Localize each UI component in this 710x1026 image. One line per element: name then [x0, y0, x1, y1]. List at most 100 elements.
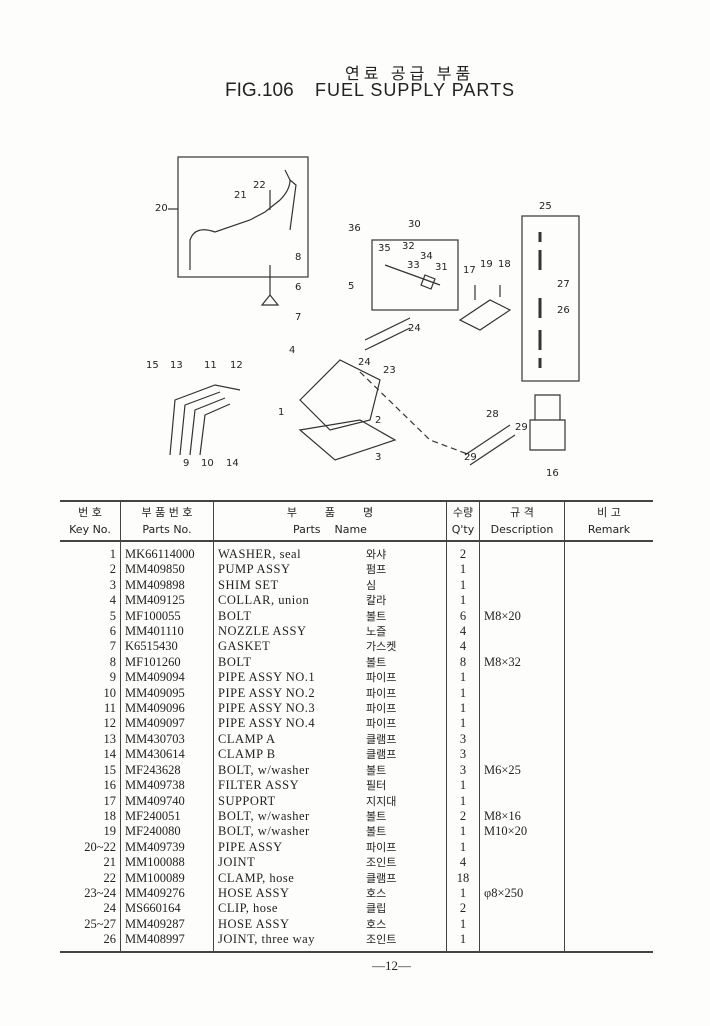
description — [479, 932, 565, 953]
header-pn-ko: 부 품 번 호 — [141, 506, 193, 519]
callout: 23 — [383, 365, 396, 376]
remark — [564, 870, 653, 886]
part-number: MF243628 — [120, 762, 214, 779]
remark — [564, 670, 653, 686]
part-number: MM409096 — [120, 701, 214, 717]
callout: 32 — [402, 241, 415, 252]
key-no: 5 — [109, 608, 116, 623]
part-number: MM409740 — [120, 793, 214, 809]
nozzle — [260, 190, 280, 306]
quantity: 1 — [446, 670, 480, 686]
remark — [564, 654, 653, 671]
description — [479, 855, 565, 871]
callout: 4 — [289, 345, 296, 356]
pipe-assy-frame — [177, 156, 309, 278]
return-hose-frame — [521, 215, 580, 382]
description — [479, 701, 565, 717]
header-qty-ko: 수량 — [452, 506, 474, 519]
callout: 30 — [408, 219, 421, 230]
remark — [564, 577, 653, 594]
part-number: MF240080 — [120, 824, 214, 840]
part-number: MM430614 — [120, 747, 214, 763]
callout: 26 — [557, 305, 570, 316]
callout: 8 — [295, 252, 302, 263]
part-name-korean: 파이프 — [366, 671, 397, 685]
part-number: MM409097 — [120, 716, 214, 732]
part-name: BOLT, w/washer — [213, 824, 362, 840]
header-qty-en: Q'ty — [451, 523, 475, 536]
key-no: 10 — [103, 685, 117, 700]
remark — [564, 608, 653, 625]
callout: 24 — [408, 323, 421, 334]
callout: 7 — [295, 312, 302, 323]
quantity: 3 — [446, 747, 480, 763]
support-bracket — [458, 285, 512, 331]
description — [479, 541, 565, 563]
callout: 16 — [546, 468, 559, 479]
quantity: 3 — [446, 762, 480, 779]
description: M10×20 — [479, 824, 565, 840]
quantity: 4 — [446, 624, 480, 640]
header-name-ko: 부 품 명 — [286, 506, 374, 519]
callout: 1 — [278, 407, 285, 418]
part-name: JOINT, three way — [213, 932, 362, 953]
part-number: MM409095 — [120, 685, 214, 702]
callout: 19 — [480, 259, 493, 270]
key-no: 16 — [103, 778, 117, 793]
remark — [564, 562, 653, 578]
description — [479, 562, 565, 578]
callout: 21 — [234, 190, 247, 201]
remark — [564, 793, 653, 809]
callout: 11 — [204, 360, 217, 371]
quantity: 2 — [446, 901, 480, 917]
part-name: CLIP, hose — [213, 901, 362, 917]
part-number: MS660164 — [120, 901, 214, 917]
callout: 12 — [230, 360, 243, 371]
injection-pump — [298, 359, 397, 461]
part-name-korean: 볼트 — [366, 763, 387, 777]
part-name: GASKET — [213, 639, 362, 655]
part-name-korean: 지지대 — [366, 794, 397, 808]
key-no: 17 — [103, 793, 117, 808]
callout: 14 — [226, 458, 239, 469]
part-name: FILTER ASSY — [213, 778, 362, 794]
remark — [564, 731, 653, 748]
description — [479, 870, 565, 886]
part-number: MM100089 — [120, 870, 214, 886]
part-number: MK66114000 — [120, 541, 214, 563]
part-name: PIPE ASSY — [213, 839, 362, 856]
part-name: CLAMP A — [213, 731, 362, 748]
figure-number: FIG.106 — [225, 80, 294, 101]
description — [479, 624, 565, 640]
part-name: SHIM SET — [213, 577, 362, 594]
callout: 9 — [183, 458, 190, 469]
part-name-korean: 볼트 — [366, 609, 387, 623]
part-name-korean: 클립 — [366, 902, 387, 916]
remark — [564, 839, 653, 856]
quantity: 1 — [446, 793, 480, 809]
quantity: 1 — [446, 716, 480, 732]
part-name: BOLT, w/washer — [213, 808, 362, 825]
header-desc-en: Description — [490, 523, 554, 536]
remark — [564, 639, 653, 655]
quantity: 1 — [446, 701, 480, 717]
part-name: SUPPORT — [213, 793, 362, 809]
part-name-korean: 호스 — [366, 917, 387, 931]
part-name-korean: 볼트 — [366, 809, 387, 823]
quantity: 1 — [446, 778, 480, 794]
exploded-parts-diagram — [168, 156, 580, 466]
key-no: 13 — [103, 731, 117, 746]
pipe-assy-drawing — [189, 169, 297, 270]
part-name: COLLAR, union — [213, 593, 362, 609]
